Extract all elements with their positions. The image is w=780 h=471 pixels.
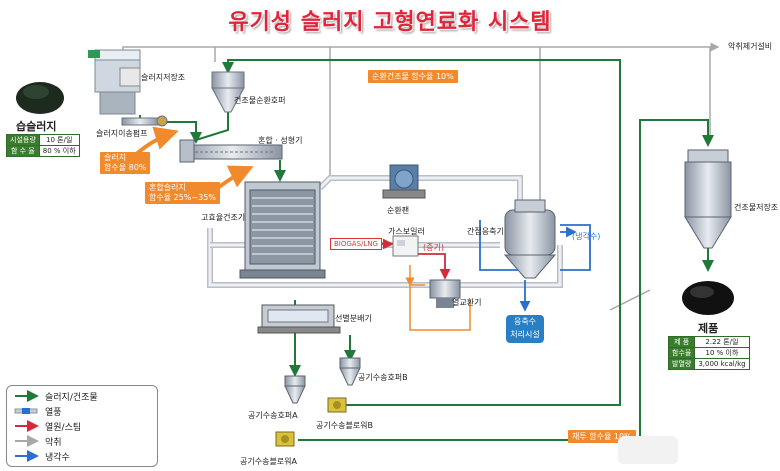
wet-sludge-title: 습슬러지 bbox=[16, 120, 57, 133]
product-storage-silo bbox=[684, 149, 732, 249]
condensate-treatment-box: 응축수 처리시설 bbox=[506, 315, 544, 343]
label-recycled-moisture: 순환건조물 함수율 10% bbox=[368, 70, 458, 83]
label-hopper-a: 공기수송호퍼A bbox=[248, 411, 298, 420]
air-blower-b bbox=[327, 397, 347, 413]
label-odor-removal: 악취제거설비 bbox=[728, 42, 773, 51]
label-mixed-moisture: 혼합슬러지 함수율 25%~35% bbox=[145, 182, 220, 204]
legend-swatches bbox=[14, 390, 39, 462]
label-blower-a: 공기수송블로워A bbox=[240, 457, 297, 466]
dry-recycle-hopper bbox=[211, 71, 245, 113]
air-hopper-a bbox=[284, 375, 306, 404]
spec-key: 제 품 bbox=[667, 336, 696, 348]
sludge-flow bbox=[139, 59, 714, 441]
gas-boiler bbox=[392, 235, 419, 257]
legend-label-cooling: 냉각수 bbox=[45, 453, 70, 463]
spec-key: 함수율 bbox=[667, 347, 696, 359]
spec-value: 80 % 이하 bbox=[38, 145, 80, 157]
heat-exchanger bbox=[429, 279, 461, 308]
spec-key: 시설용량 bbox=[6, 134, 40, 146]
label-sludge-storage: 슬러지저장조 bbox=[141, 73, 186, 82]
label-sludge-moisture: 슬러지 함수율 80% bbox=[100, 152, 151, 174]
legend-label-odor: 악취 bbox=[45, 438, 62, 448]
label-cooling-water: (냉각수) bbox=[572, 232, 601, 241]
mixer-extruder bbox=[179, 139, 283, 163]
label-hopper-b: 공기수송호퍼B bbox=[358, 373, 408, 382]
legend-label-heat: 열원/스팀 bbox=[45, 423, 82, 433]
sludge-pump bbox=[121, 115, 168, 127]
legend-hot-air-fan-mark bbox=[22, 408, 30, 414]
wet-sludge-spec-table: 시설용량 10 톤/일 함 수 율 80 % 이하 bbox=[6, 134, 80, 157]
product-pile bbox=[682, 281, 734, 315]
label-sludge-pump: 슬러지이송펌프 bbox=[96, 129, 148, 138]
label-gas-boiler: 가스보일러 bbox=[388, 227, 425, 236]
table-row: 제 품 2.22 톤/일 bbox=[667, 336, 750, 348]
spec-value: 10 % 이하 bbox=[694, 347, 750, 359]
separator-distributor bbox=[257, 304, 341, 334]
circulation-fan bbox=[382, 164, 426, 199]
air-hopper-b bbox=[339, 357, 361, 386]
air-blower-a bbox=[275, 431, 295, 447]
spec-key: 발열량 bbox=[667, 358, 696, 370]
label-blower-b: 공기수송블로워B bbox=[316, 421, 374, 430]
table-row: 함 수 율 80 % 이하 bbox=[6, 145, 80, 157]
product-spec-table: 제 품 2.22 톤/일 함수율 10 % 이하 발열량 3,000 kcal/… bbox=[667, 336, 750, 370]
legend: 슬러지/건조물 열풍 열원/스팀 악취 냉각수 bbox=[6, 385, 158, 467]
legend-label-hot-air: 열풍 bbox=[45, 408, 62, 418]
spec-value: 3,000 kcal/kg bbox=[694, 358, 750, 370]
sludge-storage-tank bbox=[88, 49, 141, 115]
table-row: 발열량 3,000 kcal/kg bbox=[667, 358, 750, 370]
product-title: 제품 bbox=[698, 322, 719, 335]
condensate-return bbox=[405, 265, 471, 331]
label-fan: 순환팬 bbox=[387, 206, 410, 215]
label-product-storage: 건조물저장조 bbox=[734, 203, 779, 212]
watermark-logo bbox=[618, 436, 678, 464]
label-heat-exchanger: 열교환기 bbox=[452, 298, 482, 307]
label-biogas: BIOGAS/LNG bbox=[330, 238, 382, 250]
spec-value: 10 톤/일 bbox=[38, 134, 80, 146]
label-dry-hopper: 건조물순환호퍼 bbox=[234, 96, 286, 105]
label-dryer: 고효율건조기 bbox=[201, 213, 246, 222]
label-condenser: 간접응축기 bbox=[467, 227, 504, 236]
table-row: 시설용량 10 톤/일 bbox=[6, 134, 80, 146]
label-separator: 선별분배기 bbox=[335, 314, 372, 323]
high-efficiency-dryer bbox=[239, 181, 326, 279]
label-steam: (증기) bbox=[423, 243, 444, 252]
legend-label-sludge: 슬러지/건조물 bbox=[45, 393, 98, 403]
spec-value: 2.22 톤/일 bbox=[694, 336, 750, 348]
label-mixer: 혼합 · 성형기 bbox=[258, 136, 303, 145]
table-row: 함수율 10 % 이하 bbox=[667, 347, 750, 359]
wet-sludge-pile bbox=[16, 82, 64, 114]
indirect-condenser bbox=[503, 199, 557, 279]
spec-key: 함 수 율 bbox=[6, 145, 40, 157]
page-title: 유기성 슬러지 고형연료화 시스템 bbox=[228, 10, 552, 35]
